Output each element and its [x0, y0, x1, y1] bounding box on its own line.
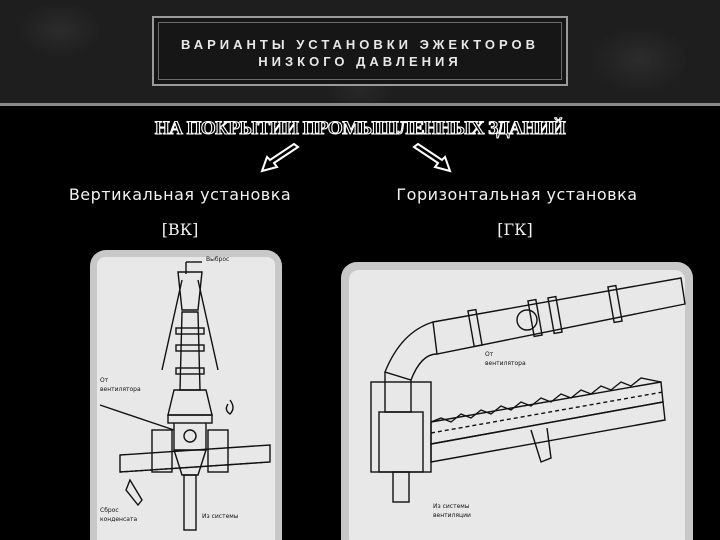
arrow-down-right-icon — [412, 142, 452, 173]
horizontal-installation-label: Горизонтальная установка — [396, 185, 638, 204]
ot-label: От — [100, 377, 109, 384]
ventilyatsii-label-right: вентиляции — [433, 512, 471, 519]
horizontal-code-label: [ГК] — [497, 220, 533, 239]
ventilyatora-label: вентилятора — [100, 386, 141, 393]
slide-title-line2: НИЗКОГО ДАВЛЕНИЯ — [258, 54, 462, 69]
vertical-installation-drawing: Выброс От вентилятора Из системы Сброс к… — [90, 250, 282, 540]
sbros-label: Сброс — [100, 507, 119, 514]
vertical-drawing-svg: Выброс От вентилятора Из системы Сброс к… — [97, 256, 275, 540]
arrow-down-left-icon — [260, 142, 300, 173]
slide-subtitle: НА ПОКРЫТИИ ПРОМЫШЛЕННЫХ ЗДАНИЙ — [154, 117, 566, 139]
horizontal-drawing-svg: От вентилятора Из системы вентиляции — [349, 270, 686, 540]
vertical-installation-label: Вертикальная установка — [68, 185, 292, 204]
slide-title: ВАРИАНТЫ УСТАНОВКИ ЭЖЕКТОРОВ НИЗКОГО ДАВ… — [154, 36, 566, 70]
title-box: ВАРИАНТЫ УСТАНОВКИ ЭЖЕКТОРОВ НИЗКОГО ДАВ… — [152, 16, 568, 86]
ot-label-right: От — [485, 351, 494, 358]
kondensata-label: конденсата — [100, 516, 137, 523]
vybros-label: Выброс — [206, 256, 229, 263]
ventilyatora-label-right: вентилятора — [485, 360, 526, 367]
vertical-code-label: [ВК] — [161, 220, 199, 239]
iz-sistemy-label: Из системы — [202, 513, 239, 520]
slide-title-line1: ВАРИАНТЫ УСТАНОВКИ ЭЖЕКТОРОВ — [181, 37, 539, 52]
iz-sistemy-label-right: Из системы — [433, 503, 470, 510]
header-divider — [0, 103, 720, 106]
horizontal-installation-drawing: От вентилятора Из системы вентиляции — [341, 262, 693, 540]
title-box-inner-border — [158, 22, 562, 80]
